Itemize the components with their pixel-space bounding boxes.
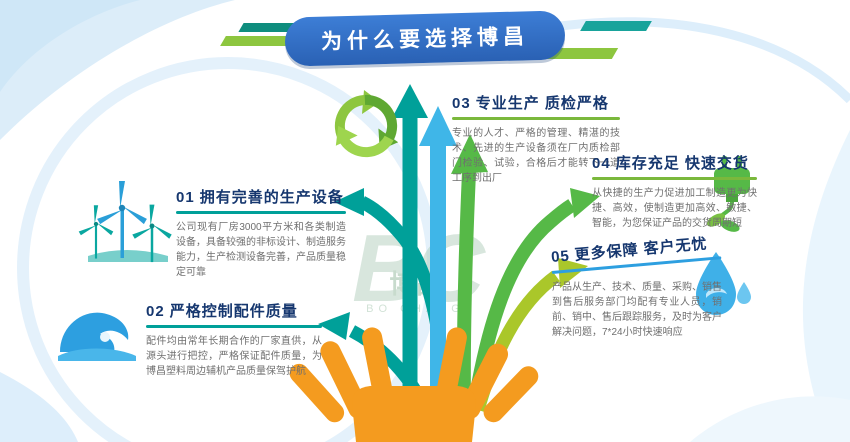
point-03-underline — [452, 117, 620, 120]
point-01-title: 拥有完善的生产设备 — [199, 189, 344, 206]
title-banner: 为什么要选择博昌 — [220, 10, 652, 67]
point-04-underline — [592, 177, 757, 180]
wave-icon — [58, 312, 136, 361]
point-04-body: 从快捷的生产力促进加工制造更为快捷、高效，使制造更加高效、敏捷、智能，为您保证产… — [592, 187, 757, 229]
point-04-title: 库存充足 快速交货 — [615, 155, 749, 172]
page-title: 为什么要选择博昌 — [284, 10, 566, 67]
point-03-number: 03 — [452, 95, 471, 112]
point-01-number: 01 — [176, 189, 195, 206]
point-02-number: 02 — [146, 303, 165, 320]
point-01-body: 公司现有厂房3000平方米和各类制造设备，具备较强的非标设计、制造服务能力，生产… — [176, 221, 346, 278]
arrow-up-teal — [392, 84, 428, 408]
point-04-number: 04 — [592, 155, 611, 172]
point-03-title: 专业生产 质检严格 — [475, 95, 609, 112]
arrow-up-green — [451, 134, 488, 409]
wind-turbine-icon — [78, 181, 172, 263]
banner-accent-teal-right — [580, 21, 652, 31]
point-02-underline — [146, 325, 322, 328]
point-05-number: 05 — [550, 247, 571, 267]
arrow-right-to-point-04 — [467, 188, 600, 410]
point-02-body: 配件均由常年长期合作的厂家直供，从源头进行把控，严格保证配件质量，为博昌塑料周边… — [146, 335, 322, 377]
hand — [289, 327, 539, 442]
point-05-body: 产品从生产、技术、质量、采购、销售到售后服务部门均配有专业人员，销前、销中、售后… — [552, 281, 722, 338]
water-drop-icon — [696, 252, 751, 315]
point-03-body: 专业的人才、严格的管理、精湛的技术、先进的生产设备须在厂内质检部门检验、试验，合… — [452, 127, 620, 184]
arrow-up-blue — [419, 106, 457, 410]
point-01-underline — [176, 211, 346, 214]
plug-leaf-icon — [706, 156, 750, 232]
recycle-icon — [334, 90, 399, 158]
point-02-title: 严格控制配件质量 — [169, 303, 298, 320]
